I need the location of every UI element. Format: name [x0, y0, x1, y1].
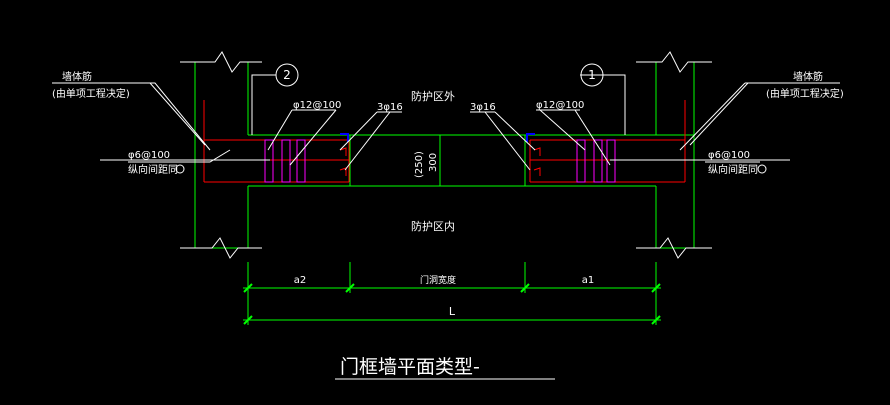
dim-total-label: L [449, 305, 456, 318]
stirrup-label-left: φ12@100 [293, 100, 341, 111]
tie-label-left: φ6@100 [128, 150, 170, 161]
label-outside: 防护区外 [411, 89, 455, 103]
dim-left-label: a2 [294, 275, 307, 286]
callout-circle-left [275, 63, 299, 87]
main-bar-label-left: 3φ16 [377, 102, 403, 113]
tie-note-right: 纵向间距同 [708, 163, 758, 176]
wall-rebar-note-left: (由单项工程决定) [52, 87, 130, 100]
thickness-bottom: 300 [428, 153, 439, 172]
callout-left-number: 2 [283, 68, 291, 82]
dim-mid-label: 门洞宽度 [420, 274, 456, 286]
thickness-top: (250) [414, 151, 425, 178]
drawing-title: 门框墙平面类型- [340, 356, 480, 378]
corner-accent [340, 133, 535, 142]
stirrups [264, 139, 616, 183]
callout-circle-right [580, 63, 604, 87]
main-bar-label-right: 3φ16 [470, 102, 496, 113]
tie-label-right: φ6@100 [708, 150, 750, 161]
label-inside: 防护区内 [411, 219, 455, 233]
tie-note-left: 纵向间距同 [128, 163, 178, 176]
leader-lines [52, 74, 840, 171]
rebar-lines [203, 100, 686, 183]
dim-right-label: a1 [582, 275, 595, 286]
callout-circles [175, 63, 767, 174]
stirrup-label-right: φ12@100 [536, 100, 584, 111]
dimension-ticks [243, 283, 661, 325]
wall-rebar-label-right: 墙体筋 [793, 70, 823, 83]
wall-rebar-note-right: (由单项工程决定) [766, 87, 844, 100]
wall-rebar-label-left: 墙体筋 [62, 70, 92, 83]
callout-right-number: 1 [588, 68, 596, 82]
break-lines [180, 51, 712, 259]
